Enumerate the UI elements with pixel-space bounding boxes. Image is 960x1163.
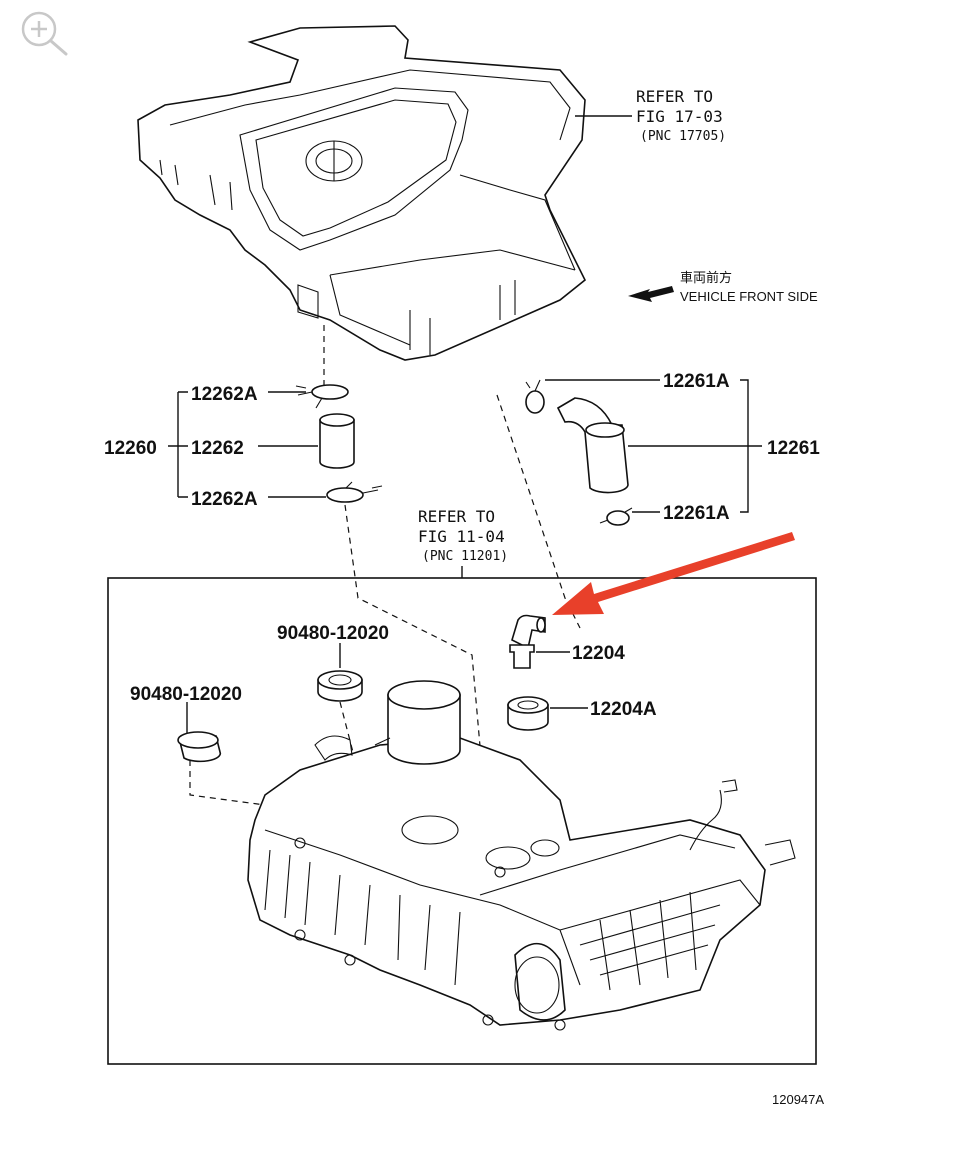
cylinder-head-frame (107, 577, 817, 1065)
label-12261A-bottom: 12261A (663, 503, 730, 524)
zoom-in-icon[interactable] (21, 11, 68, 56)
cylinder-head-illustration (247, 680, 796, 1031)
cover-ref-line2: FIG 17-03 (636, 107, 723, 126)
head-ref-line2: FIG 11-04 (418, 527, 505, 546)
clip-12261A-bottom (599, 507, 633, 526)
hose-12261 (556, 397, 629, 494)
head-ref-line1: REFER TO (418, 507, 495, 526)
label-12204: 12204 (572, 643, 625, 664)
plug-90480-a (317, 670, 363, 702)
grommet-12204A (507, 696, 549, 731)
figure-id: 120947A (772, 1092, 824, 1107)
engine-cover-illustration (137, 25, 587, 361)
vehicle-front-arrow-icon (628, 286, 674, 302)
highlight-arrow (552, 532, 795, 615)
label-12262A-bottom: 12262A (191, 489, 258, 510)
clip-12262A-top (295, 384, 349, 409)
label-12260: 12260 (104, 438, 157, 459)
clip-12262A-bottom (326, 481, 383, 503)
label-12261: 12261 (767, 438, 820, 459)
cover-ref-line3: (PNC 17705) (640, 129, 726, 144)
cover-ref-line1: REFER TO (636, 87, 713, 106)
label-12204A: 12204A (590, 699, 657, 720)
hose-12262 (319, 413, 355, 469)
label-12262: 12262 (191, 438, 244, 459)
head-ref-line3: (PNC 11201) (422, 549, 508, 564)
plug-90480-b (177, 731, 222, 763)
label-12261A-top: 12261A (663, 371, 730, 392)
dash-hose-to-valve (496, 394, 581, 629)
direction-jp: 車両前方 (680, 270, 732, 285)
direction-en: VEHICLE FRONT SIDE (680, 289, 818, 304)
label-12262A-top: 12262A (191, 384, 258, 405)
label-90480-b: 90480-12020 (130, 684, 242, 705)
clip-12261A-top (525, 379, 545, 414)
pcv-valve-12204 (509, 614, 546, 669)
label-90480-a: 90480-12020 (277, 623, 389, 644)
